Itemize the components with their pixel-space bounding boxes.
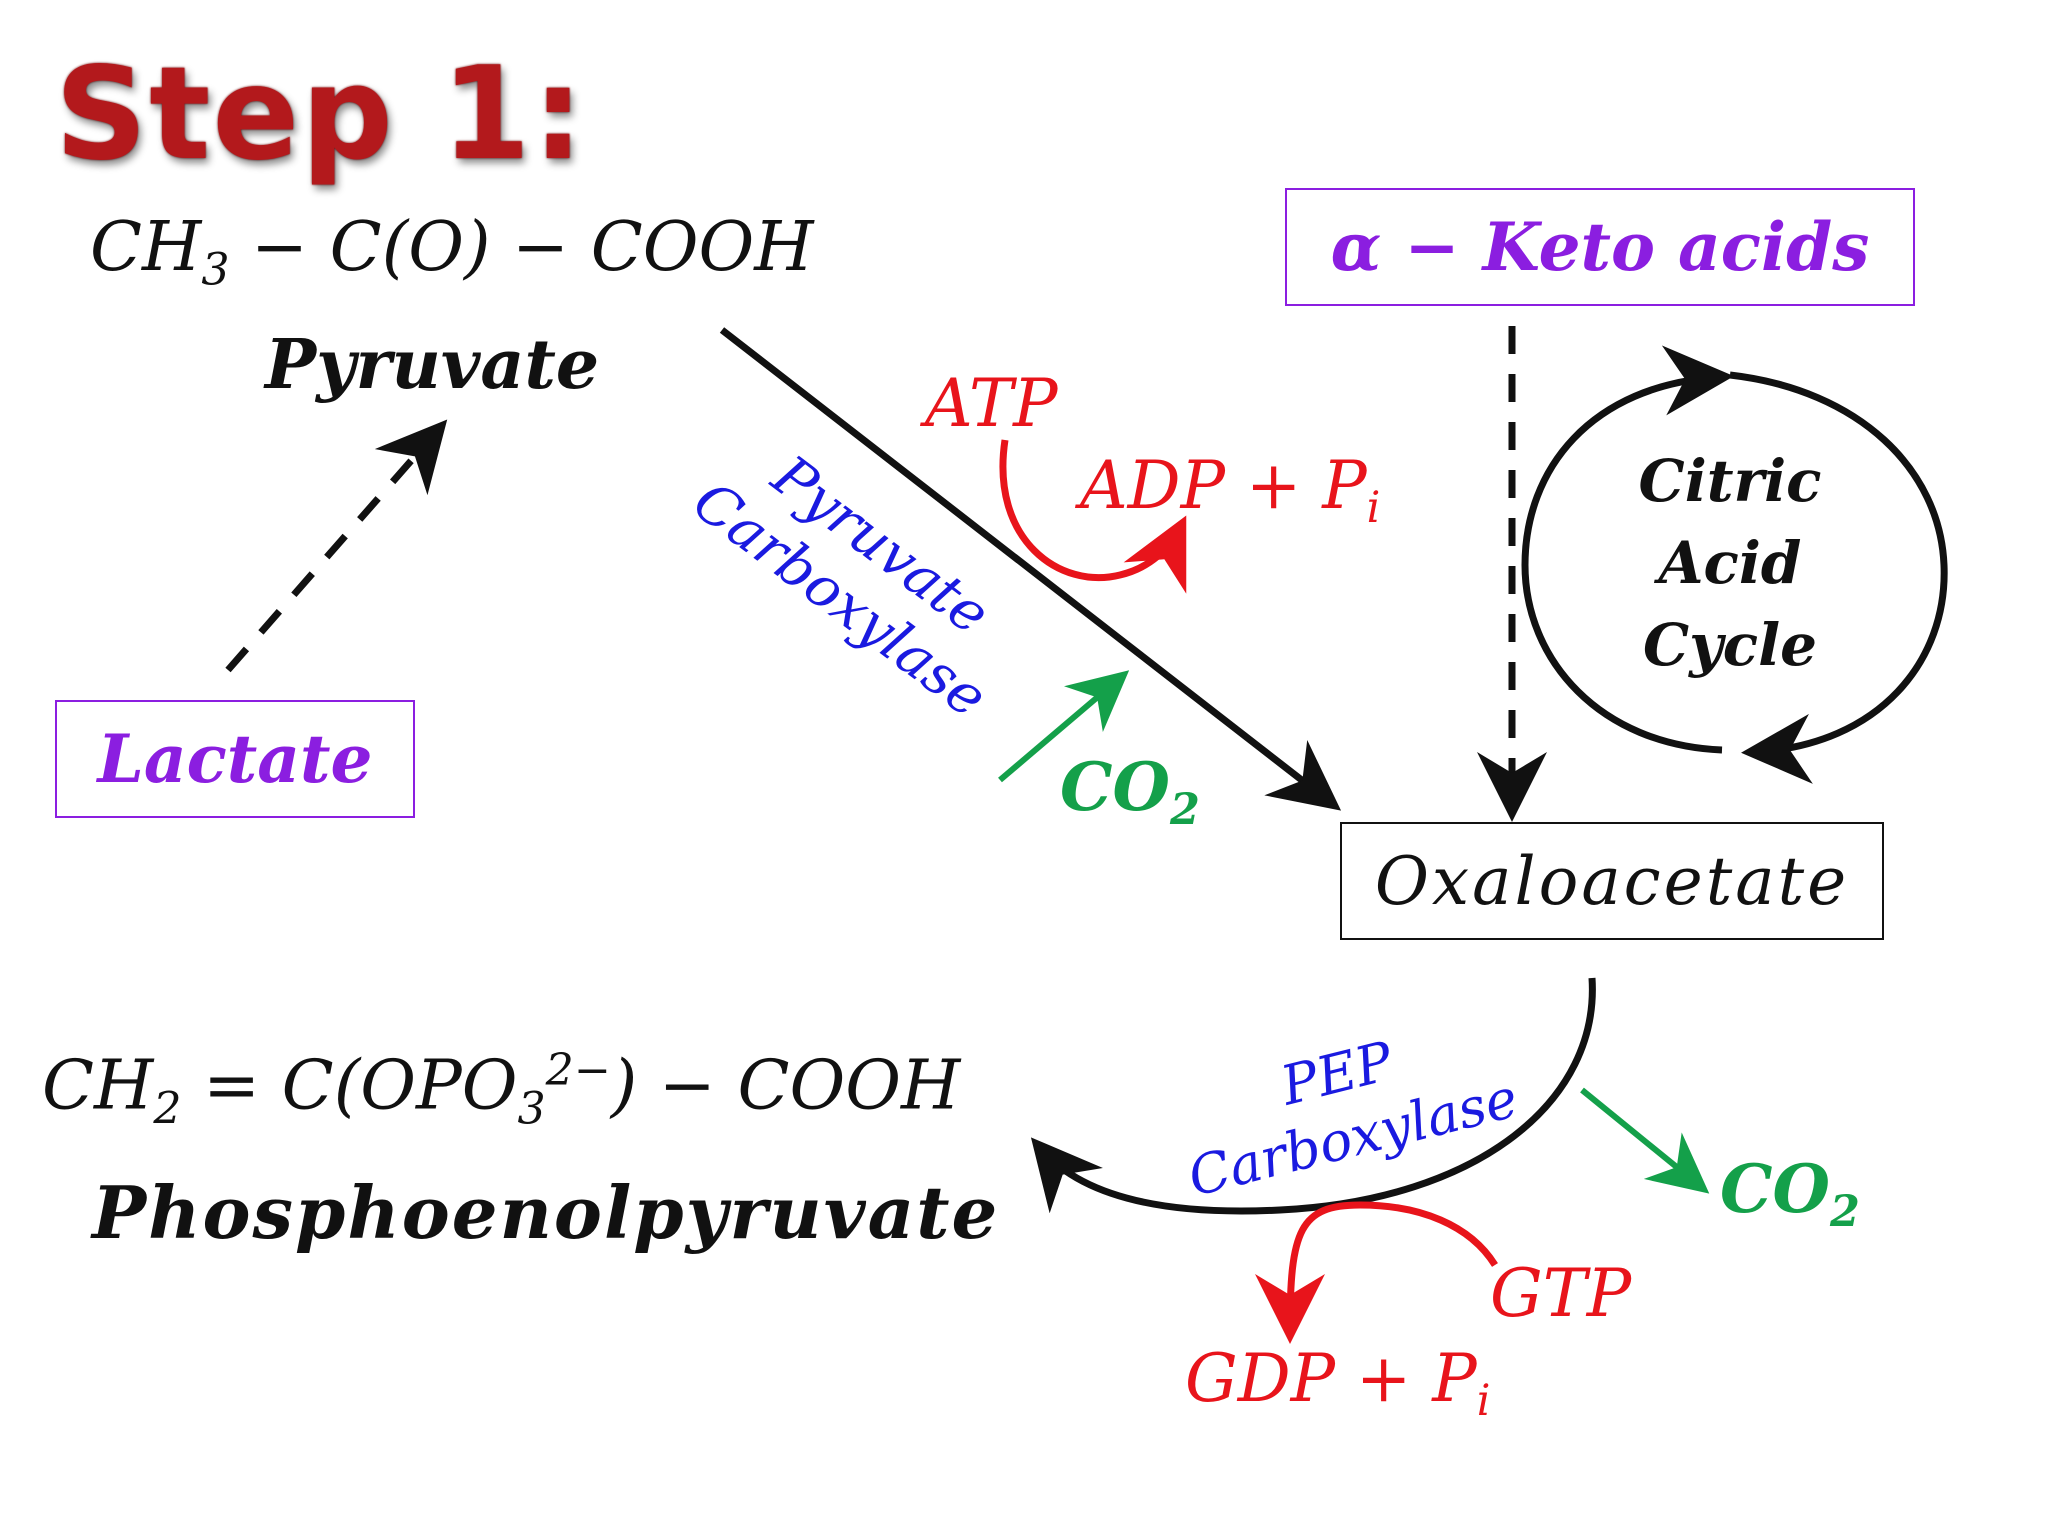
gdp-label: GDP + Pi <box>1185 1340 1490 1426</box>
step-title: Step 1: <box>55 40 586 189</box>
citric-acid-cycle-label: Citric Acid Cycle <box>1580 440 1880 686</box>
gtp-to-gdp-arrow <box>1255 1201 1498 1344</box>
pep-formula-part-a: CH <box>42 1046 154 1126</box>
pep-formula-subscript-a: 2 <box>153 1083 182 1135</box>
pep-formula: CH2 = C(OPO32−) − COOH <box>42 1045 960 1134</box>
keto-acids-box: α − Keto acids <box>1285 188 1915 306</box>
citric-cycle-arc-top <box>1729 371 1948 784</box>
co2-out-label: CO2 <box>1720 1150 1860 1237</box>
adp-text: ADP + P <box>1080 447 1367 524</box>
atp-label: ATP <box>925 365 1058 442</box>
oxaloacetate-box: Oxaloacetate <box>1340 822 1884 940</box>
co2-out-subscript: 2 <box>1830 1187 1860 1238</box>
pep-formula-part-c: ) − COOH <box>610 1046 961 1126</box>
pyruvate-to-oxaloacetate-arrow <box>719 327 1342 811</box>
co2-out-arrow <box>1580 1087 1710 1194</box>
adp-label: ADP + Pi <box>1080 447 1380 533</box>
co2-in-text: CO <box>1060 748 1171 826</box>
pyruvate-formula-part-b: − C(O) − COOH <box>229 208 814 287</box>
pyruvate-name: Pyruvate <box>265 325 600 405</box>
citric-cycle-arc-bottom <box>1521 345 1734 754</box>
atp-to-adp-arrow <box>999 439 1187 594</box>
gtp-label: GTP <box>1490 1255 1632 1332</box>
oxaloacetate-label: Oxaloacetate <box>1374 842 1850 920</box>
pyruvate-formula-subscript: 3 <box>201 244 230 296</box>
pep-formula-subscript-b: 3 <box>517 1083 546 1135</box>
gdp-subscript: i <box>1476 1376 1491 1427</box>
pep-formula-part-b: = C(OPO <box>181 1046 518 1126</box>
gdp-text: GDP + P <box>1185 1340 1477 1417</box>
oxaloacetate-to-pep-arrow <box>1030 977 1596 1215</box>
co2-out-text: CO <box>1720 1150 1831 1228</box>
citric-acid-cycle-line3: Cycle <box>1642 611 1818 679</box>
lactate-label: Lactate <box>97 720 373 798</box>
co2-in-label: CO2 <box>1060 748 1200 835</box>
lactate-to-pyruvate-arrow <box>225 419 448 673</box>
co2-in-arrow <box>998 670 1130 783</box>
co2-in-subscript: 2 <box>1170 785 1200 836</box>
pyruvate-formula-part-a: CH <box>90 208 202 287</box>
pyruvate-formula: CH3 − C(O) − COOH <box>90 208 814 296</box>
pep-name: Phosphoenolpyruvate <box>92 1170 1000 1255</box>
lactate-box: Lactate <box>55 700 415 818</box>
keto-acids-label: α − Keto acids <box>1330 208 1870 286</box>
citric-acid-cycle-line1: Citric <box>1638 447 1822 515</box>
adp-subscript: i <box>1366 483 1381 534</box>
citric-acid-cycle-line2: Acid <box>1658 529 1802 597</box>
pep-formula-superscript: 2− <box>545 1045 611 1096</box>
